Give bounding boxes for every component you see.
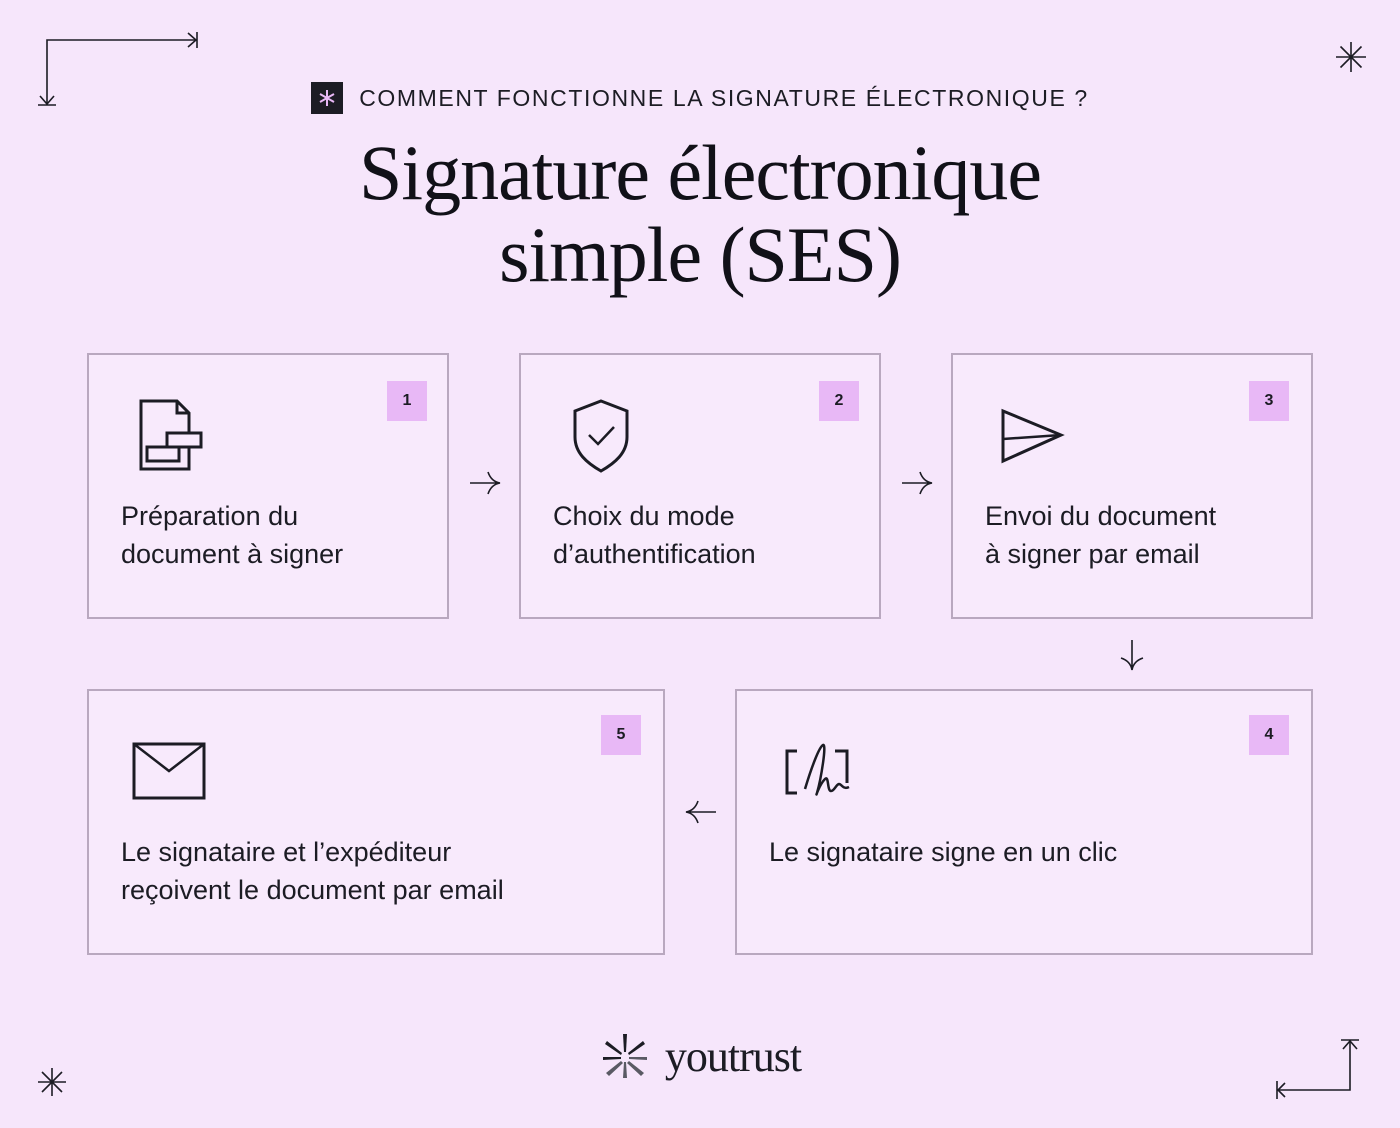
kicker-text: COMMENT FONCTIONNE LA SIGNATURE ÉLECTRON… xyxy=(359,84,1089,111)
step-card-1: 1 Préparation du document à signer xyxy=(87,353,449,619)
step-text-line-1: Envoi du document xyxy=(985,501,1217,531)
step-number-badge: 4 xyxy=(1249,715,1289,755)
section-kicker: COMMENT FONCTIONNE LA SIGNATURE ÉLECTRON… xyxy=(0,82,1400,114)
step-text-line-1: Choix du mode xyxy=(553,501,735,531)
shield-check-icon xyxy=(567,397,637,482)
logo-wordmark: youtrust xyxy=(664,1031,802,1081)
step-text-line-1: Préparation du xyxy=(121,501,299,531)
step-text-line-1: Le signataire et l’expéditeur xyxy=(121,837,452,867)
step-number-badge: 1 xyxy=(387,381,427,421)
arrow-right-icon xyxy=(468,468,502,498)
page-title: Signature électronique simple (SES) xyxy=(0,132,1400,296)
step-card-2: 2 Choix du mode d’authentification xyxy=(519,353,881,619)
title-line-1: Signature électronique xyxy=(359,129,1042,216)
step-number-badge: 2 xyxy=(819,381,859,421)
step-text: Préparation du document à signer xyxy=(121,497,343,573)
send-icon xyxy=(999,405,1069,472)
envelope-icon xyxy=(131,741,207,806)
signature-icon xyxy=(783,739,853,810)
arrow-left-icon xyxy=(684,797,718,827)
youtrust-logo: youtrust xyxy=(0,1030,1400,1082)
asterisk-bottom-left-icon xyxy=(36,1066,68,1098)
step-card-4: 4 Le signataire signe en un clic xyxy=(735,689,1313,955)
asterisk-top-right-icon xyxy=(1334,40,1368,74)
step-text: Le signataire signe en un clic xyxy=(769,833,1117,871)
youtrust-logo-mark-icon xyxy=(602,1034,647,1078)
document-form-icon xyxy=(133,397,203,482)
kicker-asterisk-icon xyxy=(311,82,344,114)
step-card-3: 3 Envoi du document à signer par email xyxy=(951,353,1313,619)
arrow-right-icon xyxy=(900,468,934,498)
step-card-5: 5 Le signataire et l’expéditeur reçoiven… xyxy=(87,689,665,955)
arrow-down-icon xyxy=(1117,638,1147,672)
step-text: Envoi du document à signer par email xyxy=(985,497,1216,573)
corner-arrow-bottom-right-icon xyxy=(1270,1034,1366,1104)
step-text: Choix du mode d’authentification xyxy=(553,497,756,573)
step-number-badge: 5 xyxy=(601,715,641,755)
step-text: Le signataire et l’expéditeur reçoivent … xyxy=(121,833,504,909)
step-text-line-2: document à signer xyxy=(121,539,344,569)
title-line-2: simple (SES) xyxy=(499,211,902,298)
step-text-line-2: à signer par email xyxy=(985,539,1200,569)
step-text-line-2: reçoivent le document par email xyxy=(121,875,504,905)
step-text-line-1: Le signataire signe en un clic xyxy=(769,837,1118,867)
corner-arrow-top-left-icon xyxy=(34,28,204,110)
step-number-badge: 3 xyxy=(1249,381,1289,421)
step-text-line-2: d’authentification xyxy=(553,539,756,569)
